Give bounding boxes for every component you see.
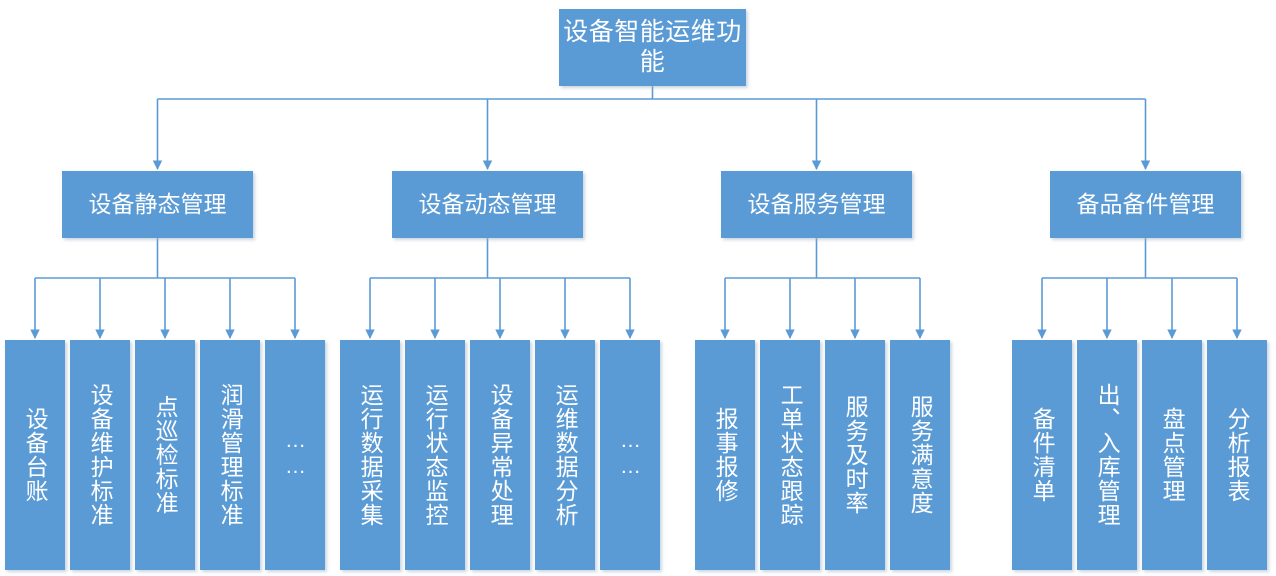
- root-node[interactable]: 设备智能运维功能: [559, 9, 746, 86]
- branch-node-1[interactable]: 设备动态管理: [392, 171, 583, 238]
- leaf-node-1-1-label: 运行状态监控: [422, 383, 449, 527]
- leaf-node-2-1[interactable]: 工单状态跟踪: [760, 340, 820, 570]
- leaf-node-1-3-label: 运维数据分析: [552, 383, 579, 527]
- leaf-node-3-0[interactable]: 备件清单: [1012, 340, 1072, 570]
- branch-node-0-label: 设备静态管理: [88, 190, 227, 217]
- leaf-node-1-1[interactable]: 运行状态监控: [405, 340, 465, 570]
- leaf-node-0-3-label: 润滑管理标准: [217, 383, 244, 527]
- leaf-node-3-3-label: 分析报表: [1224, 407, 1251, 503]
- leaf-node-2-2-label: 服务及时率: [842, 395, 869, 515]
- leaf-node-1-0[interactable]: 运行数据采集: [340, 340, 400, 570]
- leaf-node-2-3[interactable]: 服务满意度: [890, 340, 950, 570]
- leaf-node-2-0[interactable]: 报事报修: [695, 340, 755, 570]
- leaf-node-1-3[interactable]: 运维数据分析: [535, 340, 595, 570]
- leaf-node-1-4[interactable]: ……: [600, 340, 660, 570]
- leaf-node-3-2-label: 盘点管理: [1159, 407, 1186, 503]
- leaf-node-3-1[interactable]: 出、入库管理: [1077, 340, 1137, 570]
- leaf-node-2-1-label: 工单状态跟踪: [777, 383, 804, 527]
- leaf-node-3-1-label: 出、入库管理: [1094, 383, 1121, 527]
- leaf-node-0-2-label: 点巡检标准: [152, 395, 179, 515]
- leaf-node-1-4-label: ……: [619, 429, 643, 481]
- branch-node-3-label: 备品备件管理: [1076, 190, 1215, 217]
- branch-node-3[interactable]: 备品备件管理: [1050, 171, 1241, 238]
- leaf-node-0-2[interactable]: 点巡检标准: [135, 340, 195, 570]
- leaf-node-0-1-label: 设备维护标准: [87, 383, 114, 527]
- leaf-node-1-2-label: 设备异常处理: [487, 383, 514, 527]
- branch-node-2[interactable]: 设备服务管理: [721, 171, 912, 238]
- branch-node-1-label: 设备动态管理: [418, 190, 557, 217]
- leaf-node-0-4[interactable]: ……: [265, 340, 325, 570]
- leaf-node-2-2[interactable]: 服务及时率: [825, 340, 885, 570]
- leaf-node-0-0[interactable]: 设备台账: [5, 340, 65, 570]
- leaf-node-0-4-label: ……: [284, 429, 308, 481]
- leaf-node-1-0-label: 运行数据采集: [357, 383, 384, 527]
- root-node-label: 设备智能运维功能: [563, 18, 742, 76]
- leaf-node-2-3-label: 服务满意度: [907, 395, 934, 515]
- branch-node-0[interactable]: 设备静态管理: [62, 171, 253, 238]
- branch-node-2-label: 设备服务管理: [747, 190, 886, 217]
- leaf-node-0-0-label: 设备台账: [22, 407, 49, 503]
- leaf-node-0-3[interactable]: 润滑管理标准: [200, 340, 260, 570]
- leaf-node-2-0-label: 报事报修: [712, 407, 739, 503]
- leaf-node-3-3[interactable]: 分析报表: [1207, 340, 1267, 570]
- leaf-node-3-0-label: 备件清单: [1029, 407, 1056, 503]
- leaf-node-1-2[interactable]: 设备异常处理: [470, 340, 530, 570]
- leaf-node-0-1[interactable]: 设备维护标准: [70, 340, 130, 570]
- leaf-node-3-2[interactable]: 盘点管理: [1142, 340, 1202, 570]
